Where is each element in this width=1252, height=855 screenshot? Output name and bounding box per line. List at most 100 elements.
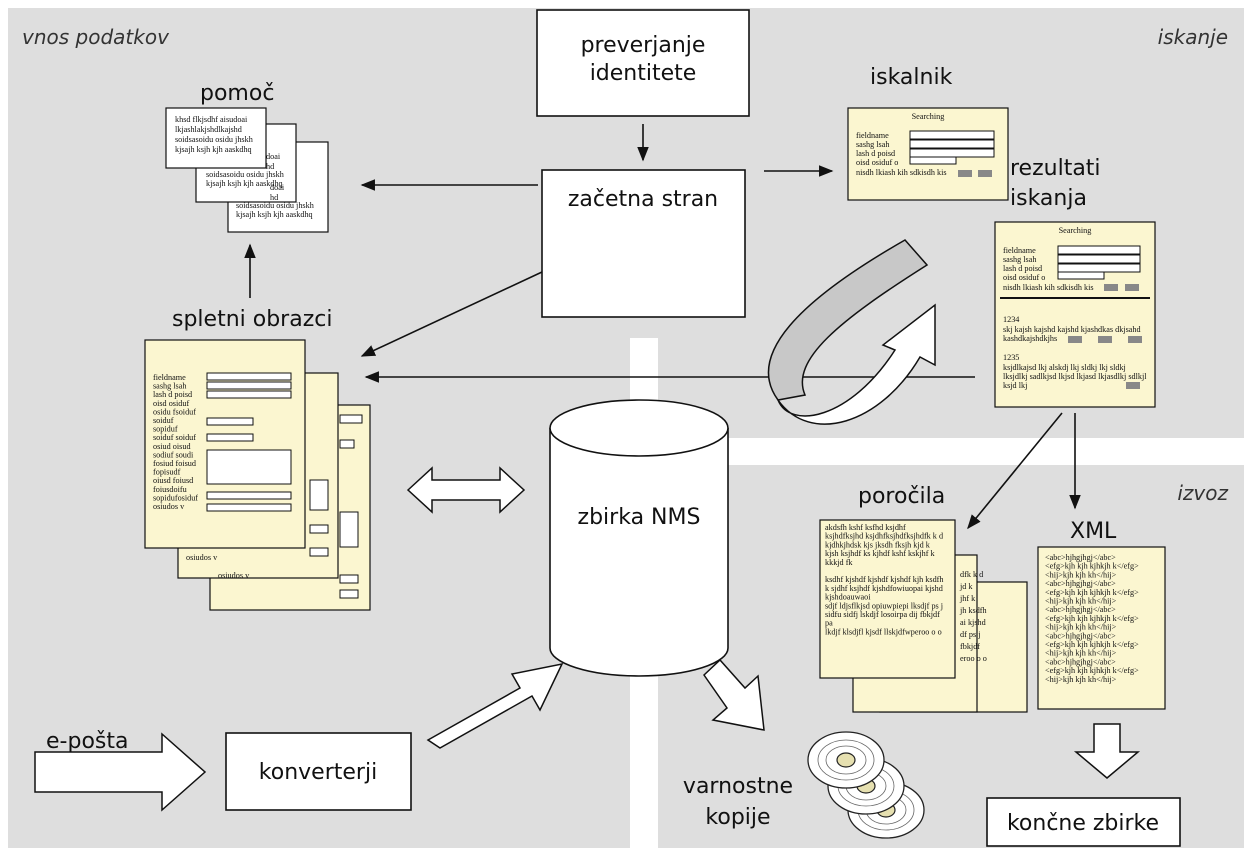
results-doc: Searching fieldname sashg lsah lash d po… (994, 221, 1156, 408)
email-label: e-pošta (46, 729, 128, 754)
results-item2: 1235 (1003, 353, 1019, 362)
form-field-label: fieldname (153, 373, 186, 382)
report-back-line: df ps j (960, 630, 980, 639)
form-input-field (206, 491, 292, 500)
arrow-results-reports (967, 412, 1063, 530)
search-form: Searching fieldname sashg lsah lash d po… (847, 107, 1009, 201)
search-form-title: Searching (912, 112, 945, 121)
results-title: Searching (1059, 226, 1092, 235)
xml-line: <abc>hjhgjhgj</abc> (1045, 631, 1116, 640)
help-doc-1 (165, 107, 267, 169)
results-label-2: iskanja (1010, 186, 1087, 211)
form-field-label: sashg lsah (153, 382, 186, 391)
results-field (1057, 254, 1141, 264)
form-back-field (339, 414, 363, 424)
form-input-field (206, 449, 292, 485)
report-line: k sjdhf ksjhdf kjshdfowiuopai kjshd (825, 584, 943, 593)
converters-box (225, 732, 412, 811)
form-back-field (339, 589, 359, 599)
form-input-field (206, 417, 254, 426)
form-back-field (309, 524, 329, 534)
results-label: oisd osiduf o (1003, 273, 1045, 282)
help-line: khsd flkjsdhf aisudoai (175, 115, 248, 124)
report-line: ksdhf kjshdf kjshdf kjshdf kjh ksdfh (825, 575, 944, 584)
form-field-label: lash d poisd (153, 390, 192, 399)
report-back-line: jh ksdfh (959, 606, 987, 615)
backups-label-1: varnostne (683, 774, 793, 799)
report-line: kjsh ksjhdf ks kjhdf kshf kskjhf k (825, 549, 936, 558)
xml-label: XML (1070, 519, 1117, 544)
backup-arrow (703, 658, 765, 731)
help-line: lkjashlakjshdlkajshd (175, 125, 242, 134)
form-back-field (339, 574, 359, 584)
help-back-line: doai (266, 152, 281, 161)
form-field-label: fosiud foisud (153, 459, 196, 468)
results-label: fieldname (1003, 246, 1036, 255)
report-line: sidfu sidfj lskdjf losoirpa dij fbkjdf (825, 610, 940, 619)
form-field-label: soiduf (153, 416, 174, 425)
help-docs: doai hd soidsasoidu osidu jhskh kjsajh k… (165, 107, 329, 233)
report-back-line: fbkjdf (960, 642, 980, 651)
xml-line: <abc>hjhgjhgj</abc> (1045, 579, 1116, 588)
report-doc-1 (819, 519, 956, 679)
xml-line: <efg>kjh kjh kjhkjh k</efg> (1045, 666, 1139, 675)
form-back-label: osiudos v (218, 571, 250, 580)
form-field-label: osiud oisud (153, 442, 191, 451)
form-field-label: fopisudf (153, 468, 181, 477)
search-form-label: oisd osiduf o (856, 158, 898, 167)
xml-line: <hij>kjh kjh kh</hij> (1045, 597, 1117, 606)
converters-label: konverterji (259, 760, 377, 785)
collection-label: zbirka NMS (578, 505, 701, 530)
results-item1: skj kajsh kajshd kajshd kjashdkas dkjsah… (1003, 325, 1141, 334)
results-item1: kashdkajshdkjhs (1003, 334, 1057, 343)
form-back-field (339, 511, 359, 548)
results-label: sashg lsah (1003, 255, 1036, 264)
loop-arrow-front (777, 303, 936, 425)
search-form-button (978, 170, 992, 177)
results-button (1128, 336, 1142, 343)
cylinder-body (549, 428, 729, 677)
results-button (1098, 336, 1112, 343)
search-engine-label: iskalnik (870, 65, 953, 90)
form-field-label: osidu fsoiduf (153, 407, 196, 416)
xml-line: <hij>kjh kjh kh</hij> (1045, 649, 1117, 658)
xml-line: <efg>kjh kjh kjhkjh k</efg> (1045, 614, 1139, 623)
help-back-line: soidsasoidu osidu jhskh (206, 170, 284, 179)
form-field-label: oisd osiduf (153, 399, 189, 408)
help-back-line: doai (270, 183, 285, 192)
loop-arrow-back (767, 239, 929, 401)
xml-line: <efg>kjh kjh kjhkjh k</efg> (1045, 588, 1139, 597)
xml-line: <efg>kjh kjh kjhkjh k</efg> (1045, 562, 1139, 571)
results-label-1: rezultati (1010, 156, 1101, 181)
results-item2: ksjdlkajsd lkj alskdj lkj sldkj lkj sldk… (1003, 363, 1126, 372)
report-line: ksjhdfksjhd ksjdhfksjhdfksjhdfk k d (825, 532, 943, 541)
arrow-start-forms (360, 271, 543, 357)
report-line: akdsfh kshf ksfhd ksjdhf (825, 523, 906, 532)
xml-line: <hij>kjh kjh kh</hij> (1045, 623, 1117, 632)
form-back-field (339, 439, 355, 449)
zone-divider-h (730, 438, 1244, 465)
form-field-label: soiduf soiduf (153, 433, 196, 442)
report-line: kjdhkjhdsk kjs jksdh fksjh kjd k (825, 540, 931, 549)
form-input-field (206, 372, 292, 381)
xml-text: <abc>hjhgjhgj</abc><efg>kjh kjh kjhkjh k… (1045, 553, 1139, 684)
xml-line: <abc>hjhgjhgj</abc> (1045, 657, 1116, 666)
results-item2: lksjdlkj sadlkjsd lkjsd lkjasd lkjasdlkj… (1003, 372, 1147, 381)
form-field-label: sopiduf (153, 425, 178, 434)
results-button (1104, 284, 1118, 291)
backup-discs (807, 731, 925, 839)
results-field (1057, 263, 1141, 273)
results-field (1057, 245, 1141, 255)
start-page-label: začetna stran (568, 187, 718, 212)
help-back-line: soidsasoidu osidu jhskh (236, 201, 314, 210)
form-input-field (206, 381, 292, 390)
help-back-line: kjsajh ksjh kjh aaskdhq (206, 179, 283, 188)
form-field-label: foiusdoifu (153, 485, 187, 494)
help-back-line: hd (266, 162, 274, 171)
report-line: lkdjf klsdjfl kjsdf llskjdfwperoo o o (825, 627, 942, 636)
zone-input-title: vnos podatkov (22, 25, 170, 49)
xml-doc (1037, 546, 1166, 710)
results-label: nisdh lkiash kih sdkisdh kis (1003, 283, 1094, 292)
final-collections-box (986, 797, 1181, 847)
